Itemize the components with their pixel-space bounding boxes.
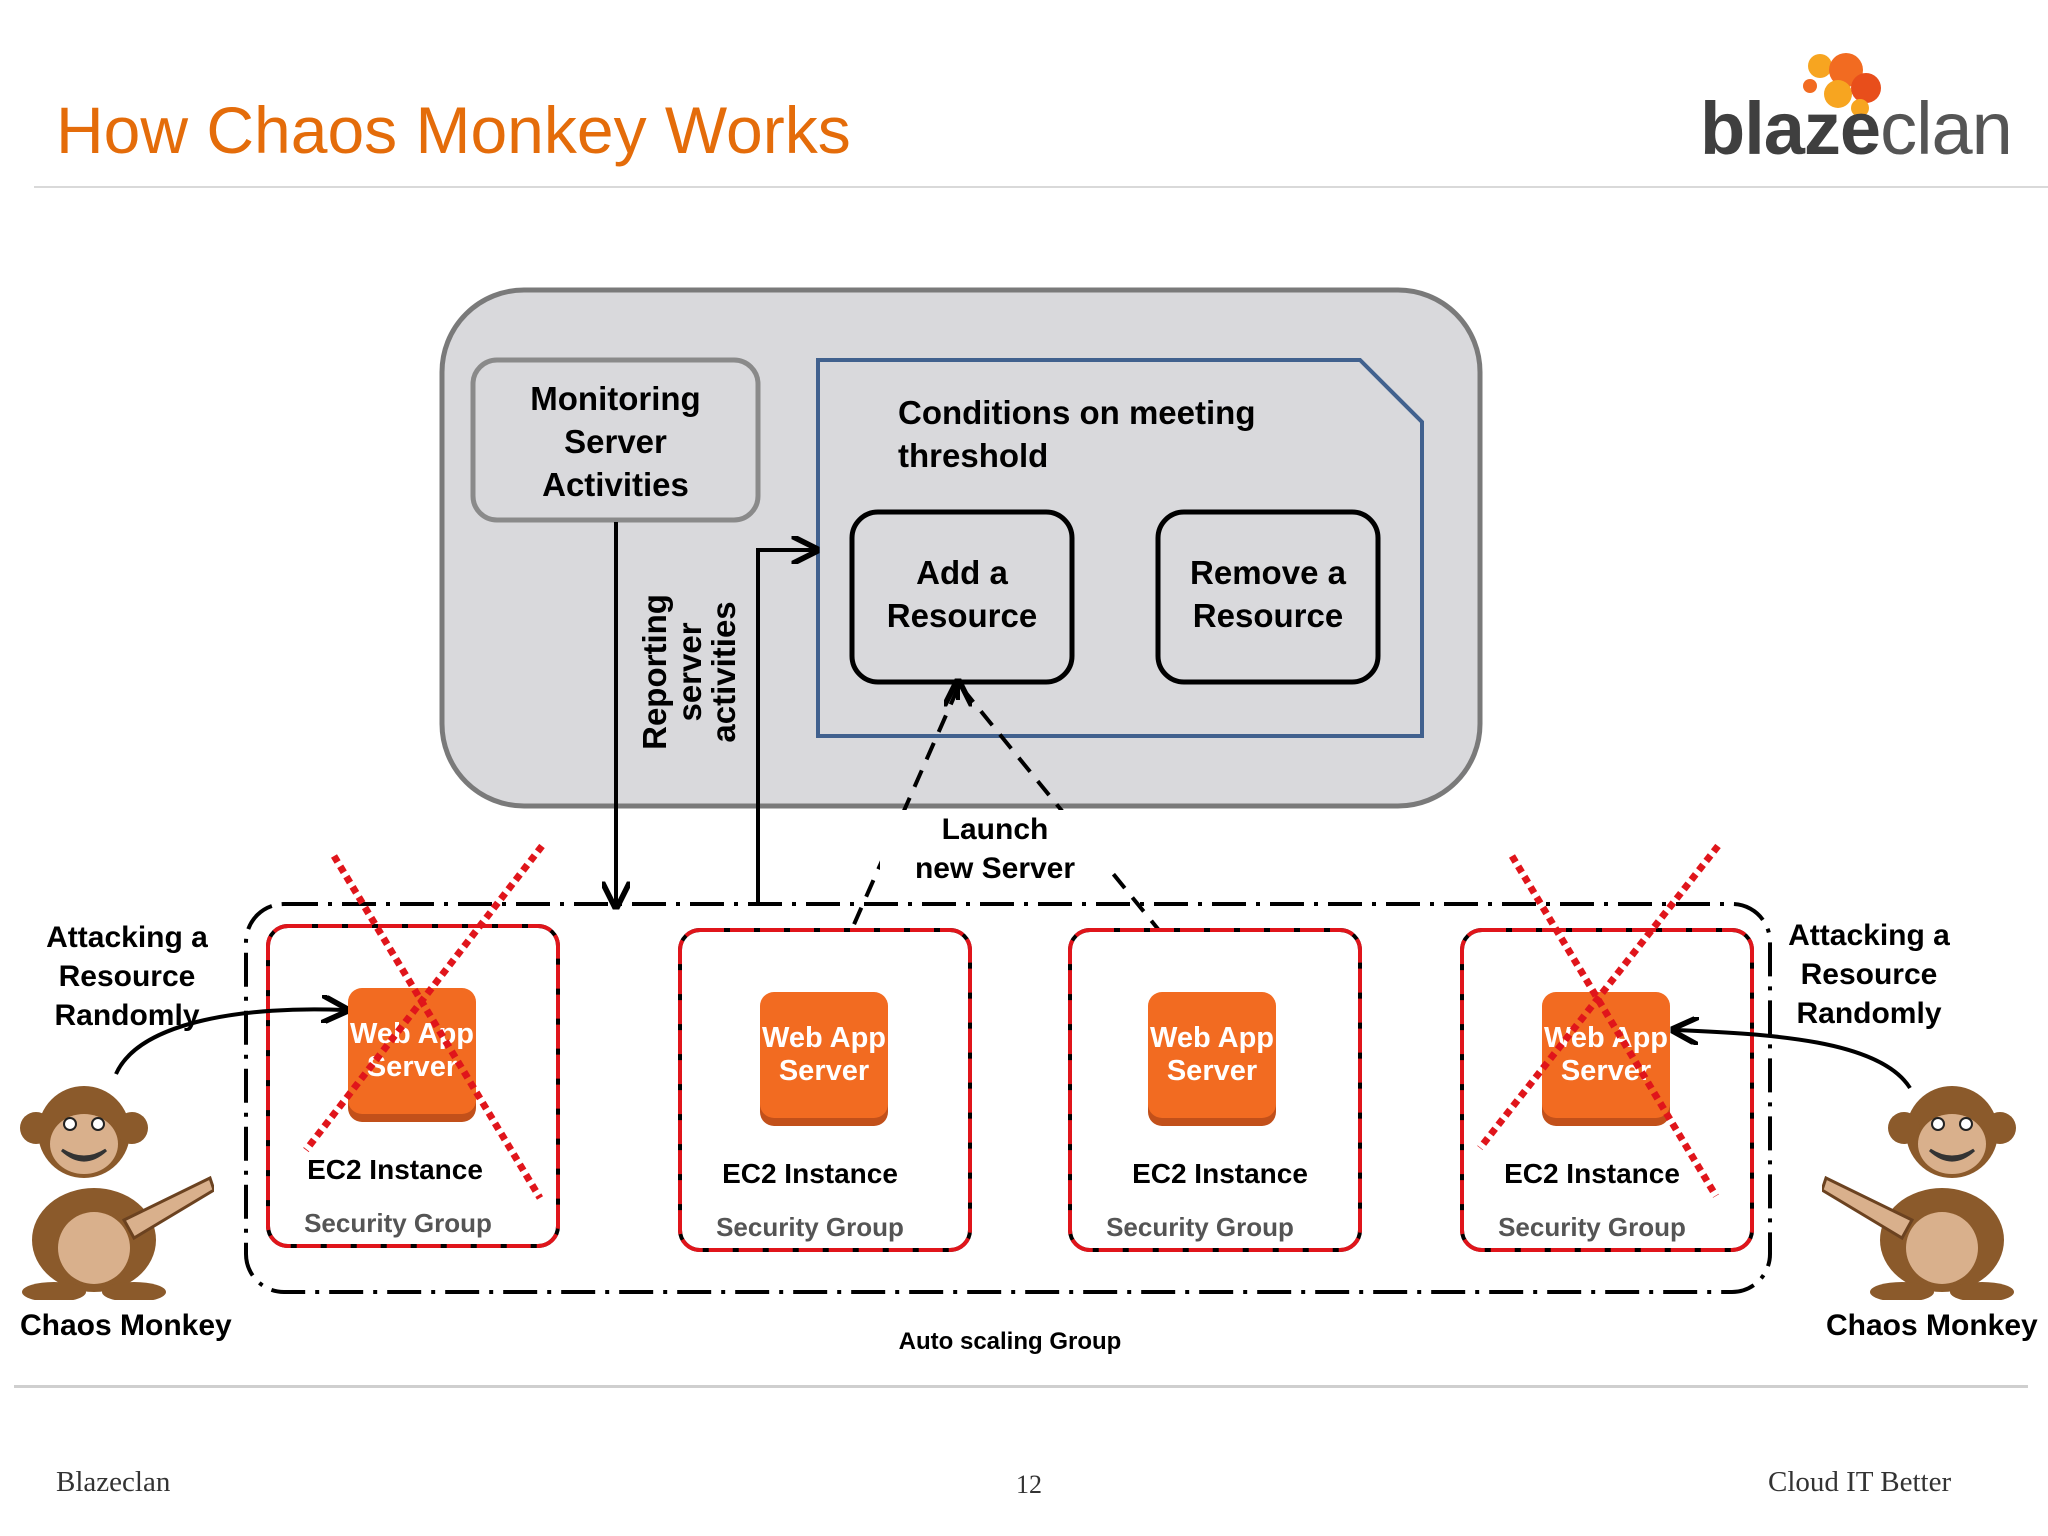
footer-tagline: Cloud IT Better (1768, 1466, 1952, 1498)
blazeclan-logo: blazeclan (1700, 50, 2013, 170)
footer-divider (14, 1385, 2028, 1388)
logo-text-light: clan (1880, 87, 2013, 170)
server-line-2: Server (778, 1055, 870, 1087)
monitoring-line-1: Monitoring (530, 380, 701, 417)
monitoring-line-2: Server (564, 422, 667, 460)
attacking-line-3: Randomly (54, 999, 200, 1032)
ec2-label-4: EC2 Instance (1504, 1158, 1680, 1189)
logo-bubbles-icon (1803, 53, 1881, 117)
security-group-label-2: Security Group (716, 1212, 904, 1242)
report-up-arrow (756, 550, 814, 904)
conditions-line-2: threshold (898, 436, 1049, 474)
web-app-server-1: Web App Server (348, 988, 476, 1114)
attacking-label-right: Attacking a Resource Randomly (1774, 916, 1964, 1033)
add-resource-label: Add a Resource (852, 552, 1072, 638)
chaos-monkey-left-icon (20, 1086, 214, 1300)
server-line-1: Web App (349, 1017, 475, 1050)
attacking-line-3: Randomly (1796, 997, 1942, 1030)
launch-label: Launch new Server (880, 810, 1110, 888)
chaos-monkey-label-left: Chaos Monkey (20, 1309, 232, 1342)
slide-title: How Chaos Monkey Works (56, 93, 851, 167)
monitoring-box (470, 357, 761, 523)
conditions-line-1: Conditions on meeting (898, 394, 1256, 431)
add-resource-line-1: Add a (916, 554, 1008, 591)
security-group-label-3: Security Group (1106, 1212, 1294, 1242)
footer-company: Blazeclan (56, 1466, 171, 1498)
reporting-line-3: activities (705, 601, 743, 743)
launch-line-1: Launch (941, 813, 1049, 846)
server-line-2: Server (366, 1051, 458, 1083)
add-resource-line-2: Resource (886, 596, 1038, 634)
launch-line-2: new Server (914, 852, 1076, 885)
remove-resource-line-1: Remove a (1190, 554, 1346, 591)
reporting-line-2: server (670, 622, 708, 722)
ec2-label-1: EC2 Instance (307, 1154, 483, 1185)
attacking-line-2: Resource (58, 960, 196, 993)
attacking-label-left: Attacking a Resource Randomly (32, 918, 222, 1035)
logo-text-bold: blaze (1700, 87, 1881, 170)
header-divider (34, 186, 2048, 188)
ec2-label-3: EC2 Instance (1132, 1158, 1308, 1189)
server-line-1: Web App (1149, 1021, 1275, 1054)
remove-resource-line-2: Resource (1192, 596, 1344, 634)
conditions-label: Conditions on meeting threshold (898, 392, 1255, 478)
remove-resource-box (1155, 509, 1381, 685)
attacking-line-1: Attacking a (1788, 919, 1950, 952)
monitoring-line-3: Activities (542, 465, 689, 503)
chaos-monkey-right-icon (1822, 1086, 2016, 1300)
attacking-line-2: Resource (1800, 958, 1938, 991)
ec2-label-2: EC2 Instance (722, 1158, 898, 1189)
web-app-server-3: Web App Server (1148, 992, 1276, 1118)
security-group-label-1: Security Group (304, 1208, 492, 1238)
web-app-server-4: Web App Server (1542, 992, 1670, 1118)
reporting-line-1: Reporting (636, 594, 674, 750)
server-line-2: Server (1166, 1055, 1258, 1087)
auto-scaling-group-label: Auto scaling Group (898, 1328, 1122, 1355)
server-line-1: Web App (1543, 1021, 1669, 1054)
page-number: 12 (1016, 1470, 1042, 1499)
monitoring-label: Monitoring Server Activities (473, 378, 758, 507)
chaos-monkey-label-right: Chaos Monkey (1826, 1309, 2038, 1342)
attacking-line-1: Attacking a (46, 921, 208, 954)
server-line-2: Server (1560, 1055, 1652, 1087)
security-group-boxes (266, 924, 1754, 1252)
web-app-server-2: Web App Server (760, 992, 888, 1118)
server-line-1: Web App (761, 1021, 887, 1054)
remove-resource-label: Remove a Resource (1158, 552, 1378, 638)
auto-scaling-group-border (244, 902, 1772, 1294)
security-group-label-4: Security Group (1498, 1212, 1686, 1242)
